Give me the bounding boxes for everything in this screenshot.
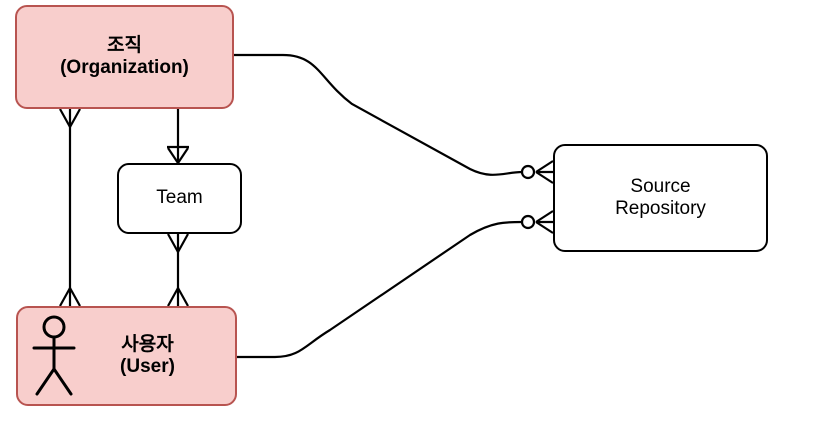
entity-label-organization: 조직 (Organization) [60,34,189,78]
entity-label-source-repository: Source Repository [615,175,706,219]
edge-team-user-crowsfoot-top [167,233,189,253]
edge-organization-source-repository-zero-circle [520,164,536,180]
entity-label-team: Team [156,187,203,209]
entity-node-source-repository[interactable]: Source Repository [553,144,768,252]
entity-node-team[interactable]: Team [117,163,242,234]
edge-user-source-repository-crowsfoot [535,210,554,234]
edge-user-source-repository-line[interactable] [237,220,523,359]
entity-label-user: 사용자 (User) [120,333,175,377]
edge-organization-user-crowsfoot-bottom [59,287,81,307]
edge-user-source-repository-zero-circle [520,214,536,230]
entity-node-organization[interactable]: 조직 (Organization) [15,5,234,109]
edge-organization-source-repository-crowsfoot [535,160,554,184]
edge-organization-team-crowsfoot [167,147,189,164]
edge-team-user-crowsfoot-bottom [167,287,189,307]
edge-organization-user-crowsfoot-top [59,108,81,128]
edge-organization-source-repository-line[interactable] [234,53,523,176]
actor-stick-figure-icon [32,315,76,396]
